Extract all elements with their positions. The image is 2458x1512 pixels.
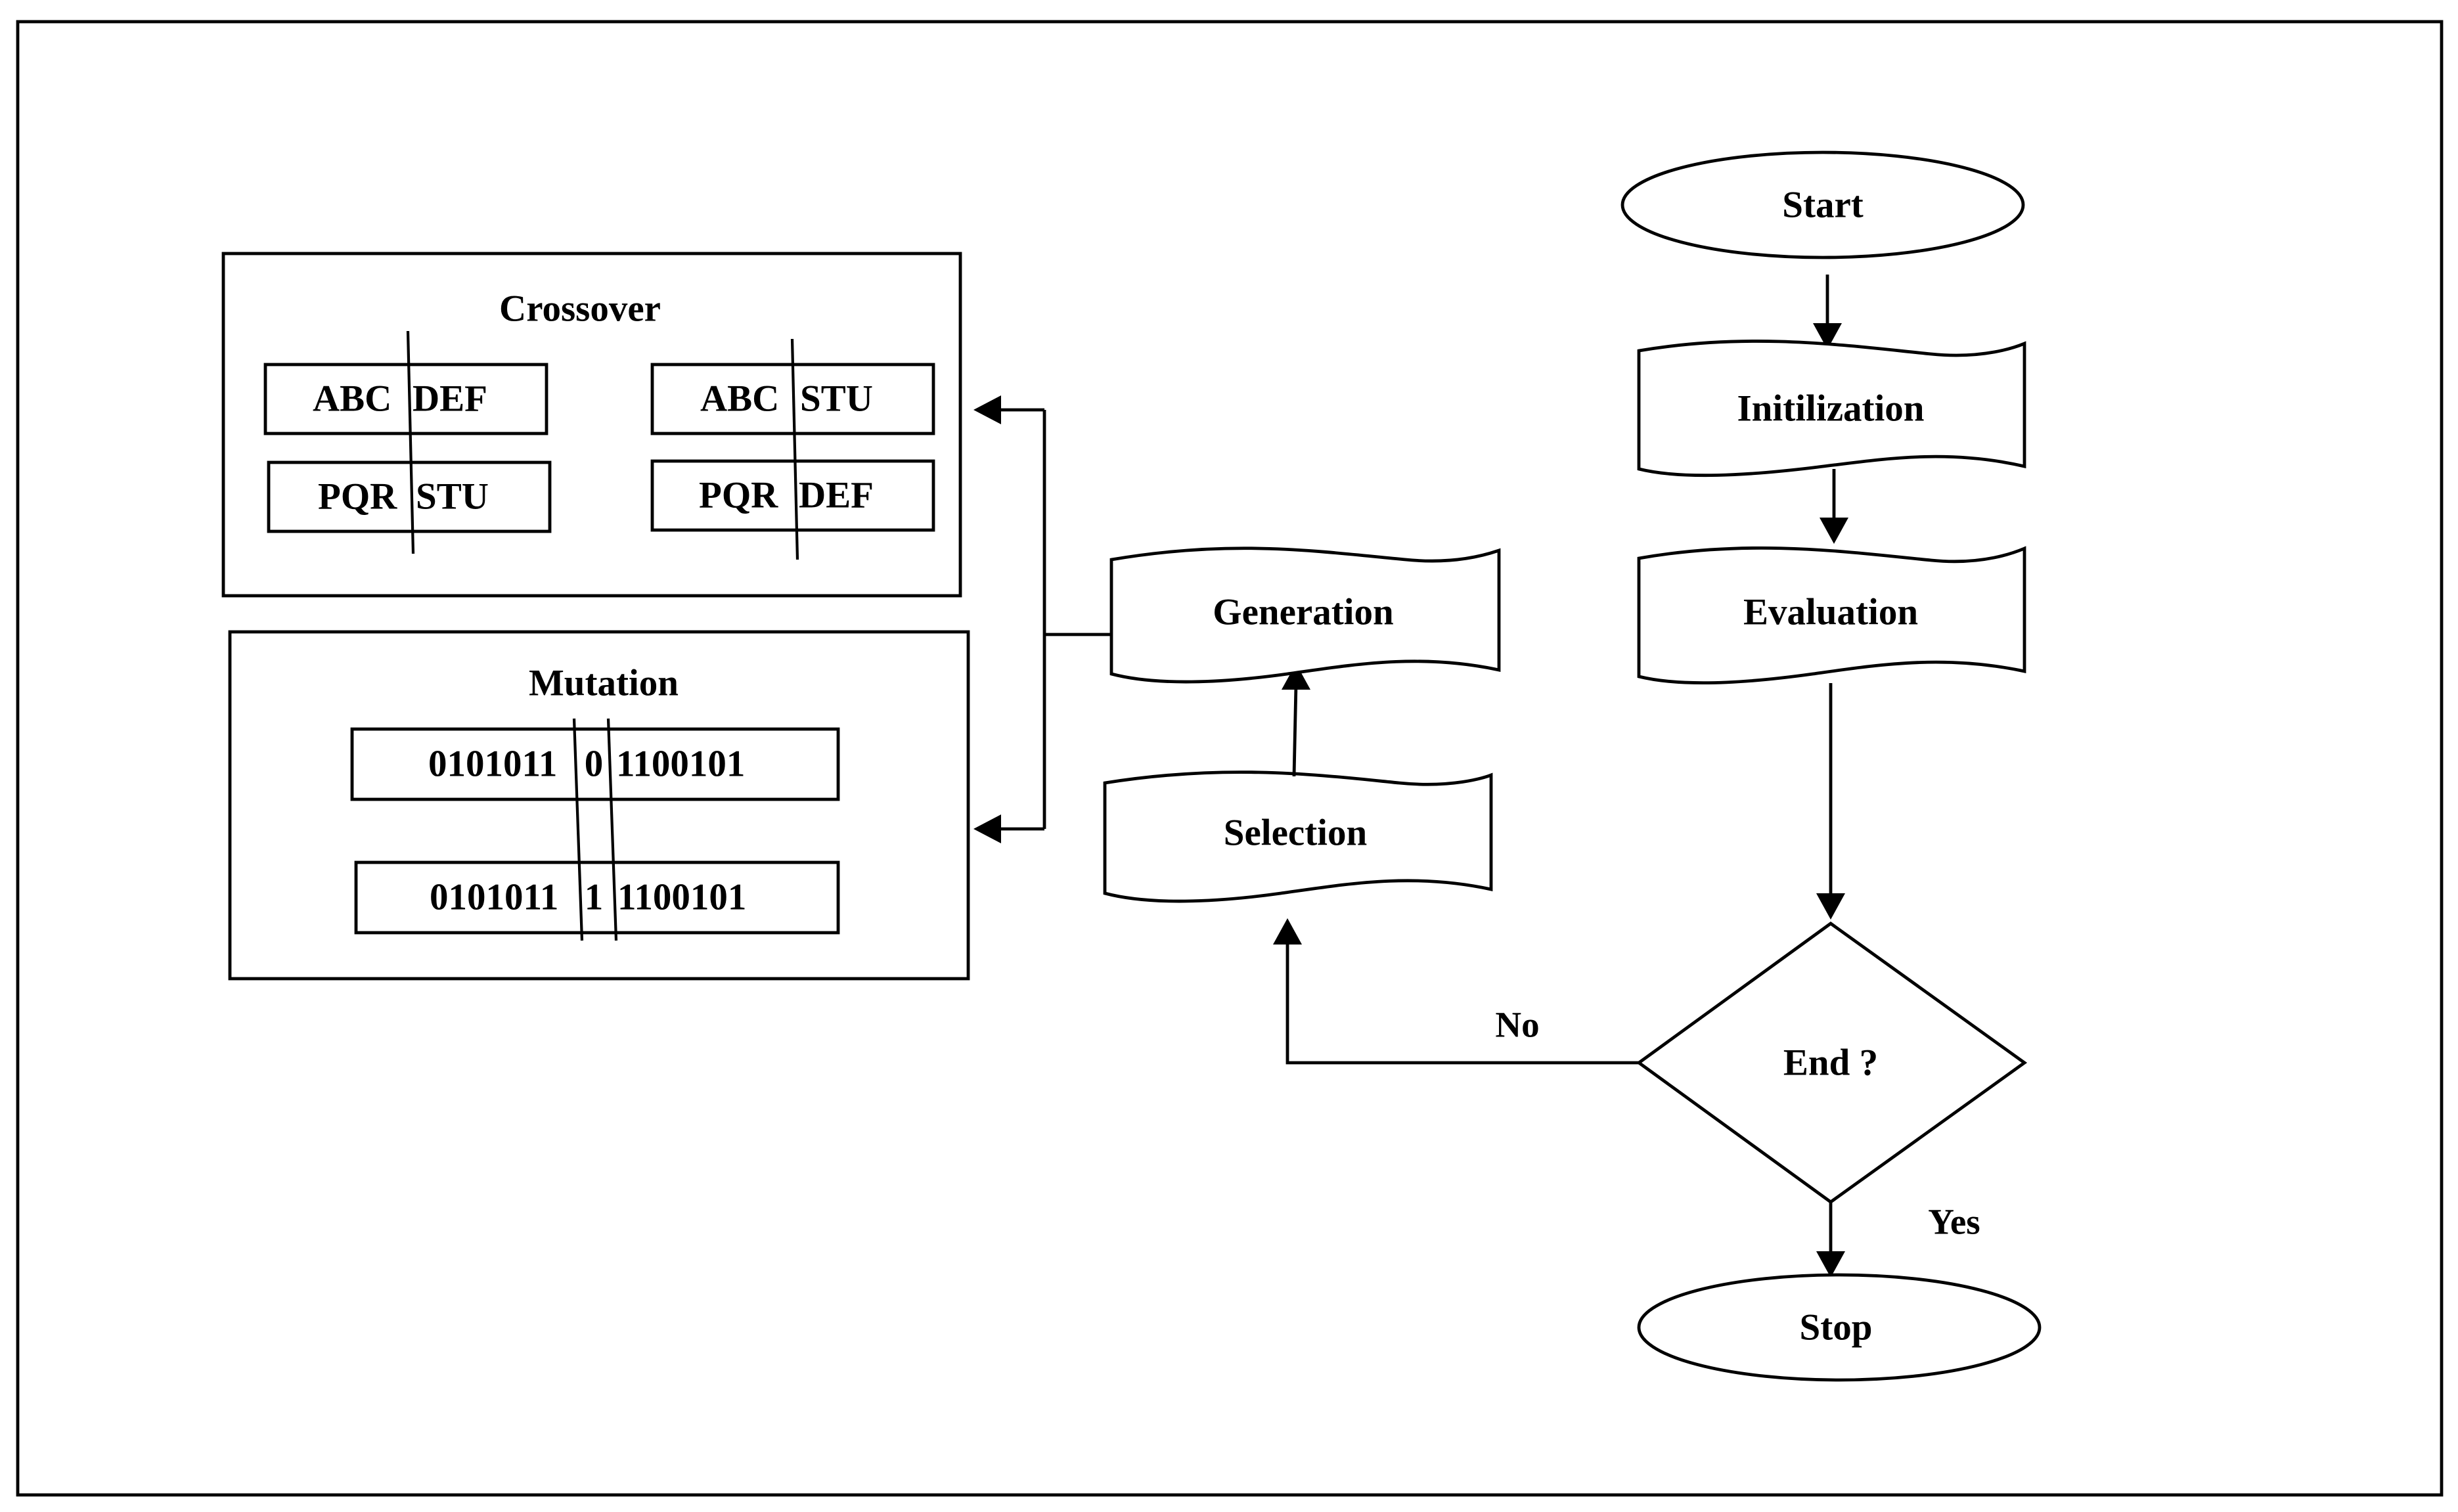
- yes-label: Yes: [1928, 1202, 1980, 1242]
- start-terminal: Start: [1620, 150, 2025, 259]
- decision-label: End ?: [1783, 1042, 1878, 1084]
- start-label: Start: [1782, 185, 1863, 226]
- bits-left: 0101011: [430, 877, 558, 918]
- offspring-chromosome-2: PQR DEF: [650, 459, 935, 532]
- mutation-marker-line: [572, 718, 584, 941]
- gene-right: STU: [800, 378, 873, 420]
- arrow-evaluation-to-decision: [1816, 683, 1845, 920]
- arrow-start-to-init: [1813, 275, 1842, 349]
- gene-right: DEF: [799, 475, 874, 516]
- gene-left: ABC: [700, 378, 779, 420]
- crossover-title: Crossover: [499, 288, 661, 330]
- selection-label: Selection: [1224, 812, 1367, 854]
- arrow-init-to-evaluation: [1820, 469, 1848, 544]
- chromosome-before-mutation: 0101011 0 1100101: [350, 727, 840, 801]
- evaluation-label: Evaluation: [1743, 592, 1918, 633]
- no-label: No: [1495, 1005, 1539, 1045]
- selection-step: Selection: [1103, 770, 1493, 903]
- bits-left: 0101011: [428, 744, 557, 785]
- stop-terminal: Stop: [1637, 1273, 2042, 1382]
- end-decision: End ?: [1636, 922, 2028, 1204]
- crossover-panel: Crossover ABC DEF PQR STU ABC STU PQR DE…: [221, 252, 962, 598]
- arrow-selection-to-generation: [1282, 663, 1310, 777]
- parent-chromosome-1: ABC DEF: [263, 363, 548, 435]
- bits-right: 1100101: [617, 877, 746, 918]
- gene-right: STU: [416, 476, 489, 518]
- branch-generation-to-operators: [973, 395, 1111, 843]
- crossover-point-line: [790, 338, 799, 560]
- chromosome-after-mutation: 0101011 1 1100101: [354, 860, 840, 935]
- stop-label: Stop: [1800, 1307, 1873, 1348]
- arrow-decision-to-stop: [1816, 1202, 1845, 1278]
- gene-right: DEF: [413, 378, 487, 420]
- initialization-label: Initilization: [1737, 388, 1924, 430]
- mutation-title: Mutation: [529, 663, 679, 704]
- arrow-decision-to-selection: [1273, 918, 1639, 1065]
- gene-left: PQR: [699, 475, 778, 516]
- crossover-point-line: [406, 330, 415, 554]
- mutated-bit: 1: [585, 877, 604, 918]
- evaluation-step: Evaluation: [1637, 546, 2026, 684]
- gene-left: PQR: [318, 476, 397, 518]
- mutation-panel: Mutation 0101011 0 1100101 0101011 1 110…: [228, 630, 970, 981]
- bits-right: 1100101: [616, 744, 745, 785]
- initialization-step: Initilization: [1637, 340, 2026, 478]
- generation-step: Generation: [1109, 546, 1501, 684]
- gene-left: ABC: [313, 378, 391, 420]
- generation-label: Generation: [1213, 592, 1393, 633]
- outer-frame: [16, 20, 2444, 1497]
- mutated-bit: 0: [585, 744, 604, 785]
- mutation-marker-line: [606, 718, 618, 941]
- parent-chromosome-2: PQR STU: [267, 460, 552, 533]
